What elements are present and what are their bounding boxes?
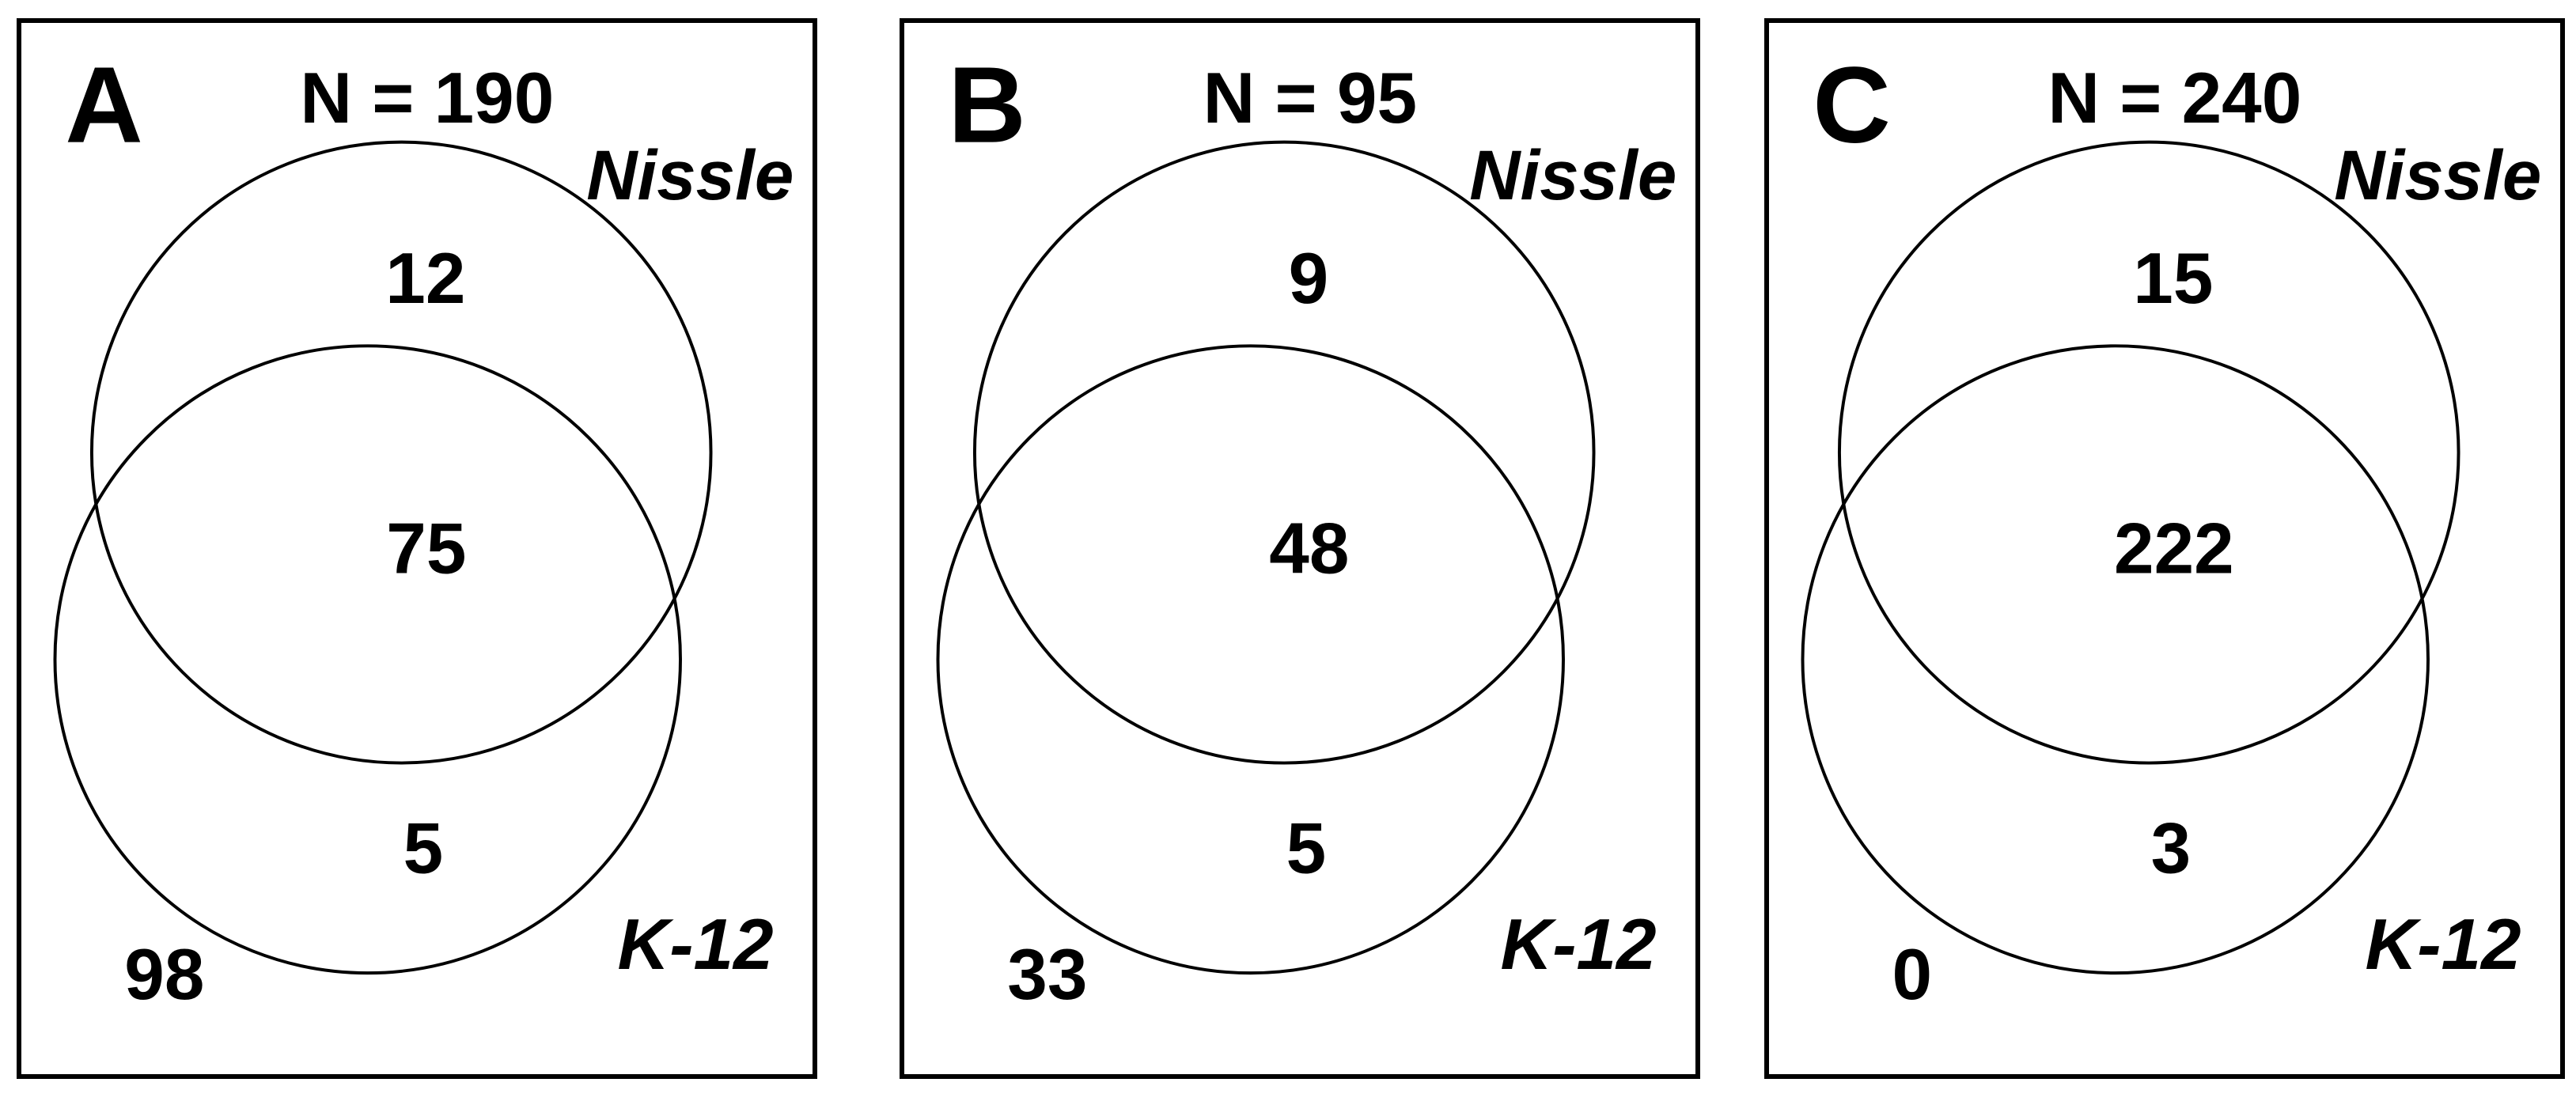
- overlap-count: 48: [1269, 509, 1349, 589]
- panel-label: B: [948, 44, 1025, 165]
- nissle-circle: [1837, 140, 2460, 765]
- k12-set-label: K-12: [2366, 905, 2521, 985]
- sample-size-label: N = 190: [300, 59, 554, 138]
- nissle-circle: [972, 140, 1596, 765]
- overlap-count: 75: [386, 509, 466, 589]
- k12-set-label: K-12: [1501, 905, 1657, 985]
- panel-label: C: [1813, 44, 1890, 165]
- nissle-set-label: Nissle: [1469, 135, 1676, 214]
- k12-set-label: K-12: [618, 905, 774, 985]
- k12-circle: [53, 344, 682, 975]
- panel-c-venn-diagram: C N = 240 Nissle 15 222 3 0 K-12: [1801, 44, 2541, 1015]
- k12-circle: [936, 344, 1565, 975]
- outside-count: 0: [1892, 935, 1933, 1015]
- outside-count: 98: [124, 935, 204, 1015]
- nissle-set-label: Nissle: [2334, 135, 2541, 214]
- nissle-set-label: Nissle: [586, 135, 794, 214]
- panel-a: A N = 190 Nissle 12 75 5 98 K-12: [17, 18, 817, 1079]
- nissle-only-count: 9: [1289, 239, 1329, 319]
- k12-only-count: 5: [403, 808, 444, 888]
- k12-only-count: 5: [1286, 808, 1327, 888]
- panel-b-venn-diagram: B N = 95 Nissle 9 48 5 33 K-12: [936, 44, 1676, 1015]
- nissle-only-count: 12: [385, 239, 465, 319]
- sample-size-label: N = 240: [2048, 59, 2301, 138]
- overlap-count: 222: [2114, 509, 2234, 589]
- panel-c: C N = 240 Nissle 15 222 3 0 K-12: [1764, 18, 2565, 1079]
- k12-circle: [1801, 344, 2430, 975]
- panel-a-venn-diagram: A N = 190 Nissle 12 75 5 98 K-12: [53, 44, 794, 1015]
- nissle-circle: [89, 140, 713, 765]
- sample-size-label: N = 95: [1203, 59, 1417, 138]
- k12-only-count: 3: [2151, 808, 2191, 888]
- nissle-only-count: 15: [2133, 239, 2213, 319]
- panel-b: B N = 95 Nissle 9 48 5 33 K-12: [900, 18, 1700, 1079]
- panel-label: A: [65, 44, 142, 165]
- outside-count: 33: [1007, 935, 1087, 1015]
